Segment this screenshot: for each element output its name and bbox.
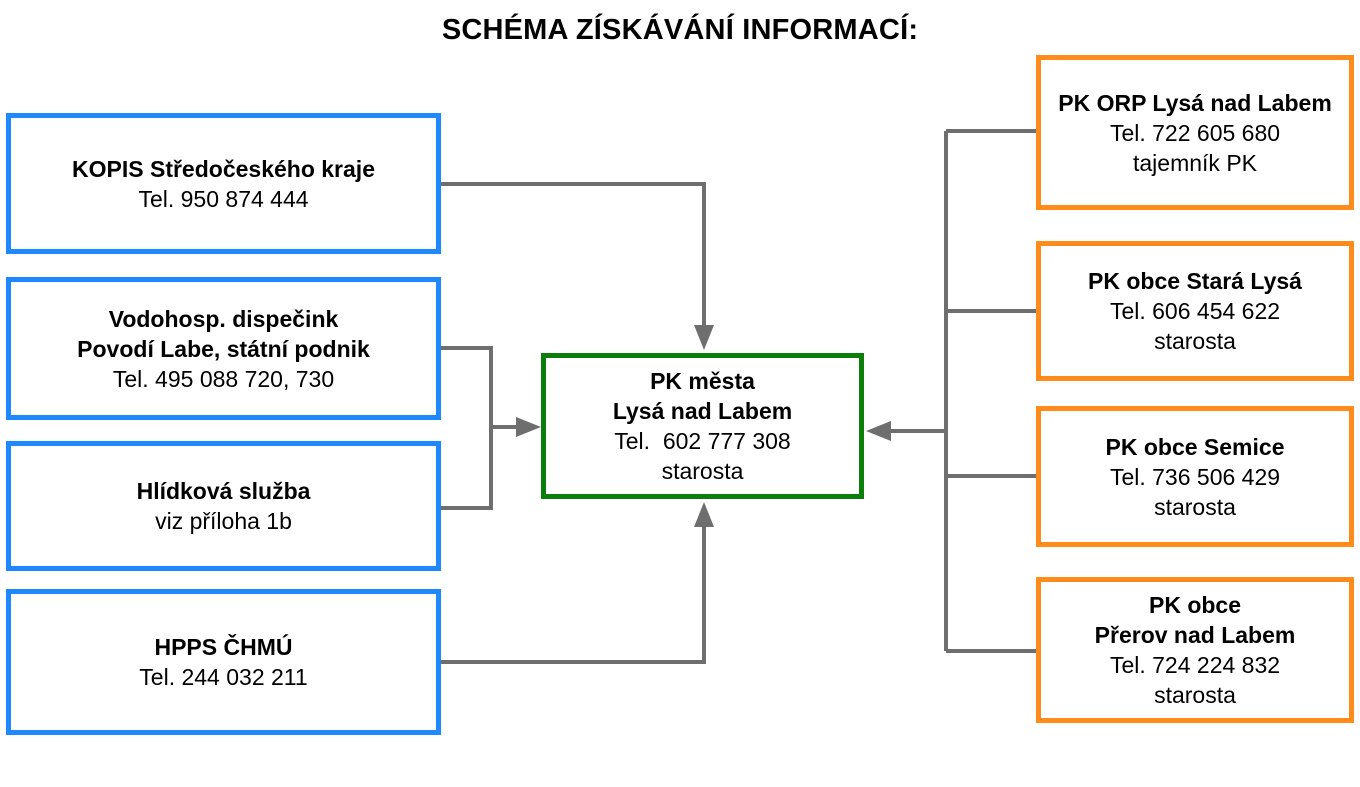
municipal-role: tajemník PK <box>1133 149 1257 176</box>
municipal-name: PK obce Semice <box>1105 433 1285 460</box>
page-title: SCHÉMA ZÍSKÁVÁNÍ INFORMACÍ: <box>441 14 919 46</box>
municipal-phone: Tel. 736 506 429 <box>1109 463 1281 490</box>
source-phone: Tel. 495 088 720, 730 <box>112 365 335 392</box>
source-phone: Tel. 244 032 211 <box>139 664 308 690</box>
center-role: starosta <box>661 458 744 484</box>
municipal-role: starosta <box>1154 493 1236 520</box>
municipal-name-line2: Přerov nad Labem <box>1094 622 1296 648</box>
source-note: viz příloha 1b <box>155 508 292 534</box>
center-name-line2: Lysá nad Labem <box>612 398 793 424</box>
source-box-kopis: KOPIS Středočeského kraje Tel. 950 874 4… <box>6 113 441 254</box>
source-name: KOPIS Středočeského kraje <box>72 155 375 182</box>
arrowhead-bottom <box>694 502 714 527</box>
source-name: Hlídková služba <box>136 478 311 504</box>
center-phone: Tel. 602 777 308 <box>614 428 791 454</box>
municipal-role: starosta <box>1154 328 1236 354</box>
municipal-name-line1: PK obce <box>1148 592 1242 618</box>
municipal-role: starosta <box>1154 682 1236 708</box>
source-box-vodohosp: Vodohosp. dispečink Povodí Labe, státní … <box>6 277 441 420</box>
source-name: HPPS ČHMÚ <box>154 634 293 660</box>
municipal-box-prerov: PK obce Přerov nad Labem Tel. 724 224 83… <box>1036 577 1354 723</box>
source-name-line2: Povodí Labe, státní podnik <box>77 335 370 362</box>
municipal-phone: Tel. 606 454 622 <box>1109 298 1281 324</box>
source-box-hpps: HPPS ČHMÚ Tel. 244 032 211 <box>6 589 441 735</box>
arrowhead-left <box>516 417 541 437</box>
municipal-phone: Tel. 722 605 680 <box>1109 119 1281 146</box>
source-phone: Tel. 950 874 444 <box>138 185 309 212</box>
municipal-phone: Tel. 724 224 832 <box>1109 652 1281 678</box>
connector-hpps <box>441 519 706 664</box>
arrowhead-right <box>866 421 891 441</box>
municipal-name: PK obce Stará Lysá <box>1088 268 1302 294</box>
connector-vodohosp <box>441 346 493 510</box>
municipal-box-stara-lysa: PK obce Stará Lysá Tel. 606 454 622 star… <box>1036 241 1354 381</box>
source-name-line1: Vodohosp. dispečink <box>108 305 339 332</box>
arrowhead-top <box>694 325 714 350</box>
municipal-name: PK ORP Lysá nad Labem <box>1058 89 1332 116</box>
municipal-box-semice: PK obce Semice Tel. 736 506 429 starosta <box>1036 406 1354 547</box>
center-box: PK města Lysá nad Labem Tel. 602 777 308… <box>541 353 864 499</box>
source-box-hlidkova: Hlídková služba viz příloha 1b <box>6 441 441 571</box>
connector-kopis <box>441 182 706 335</box>
municipal-box-orp: PK ORP Lysá nad Labem Tel. 722 605 680 t… <box>1036 55 1354 210</box>
center-name-line1: PK města <box>650 368 755 394</box>
